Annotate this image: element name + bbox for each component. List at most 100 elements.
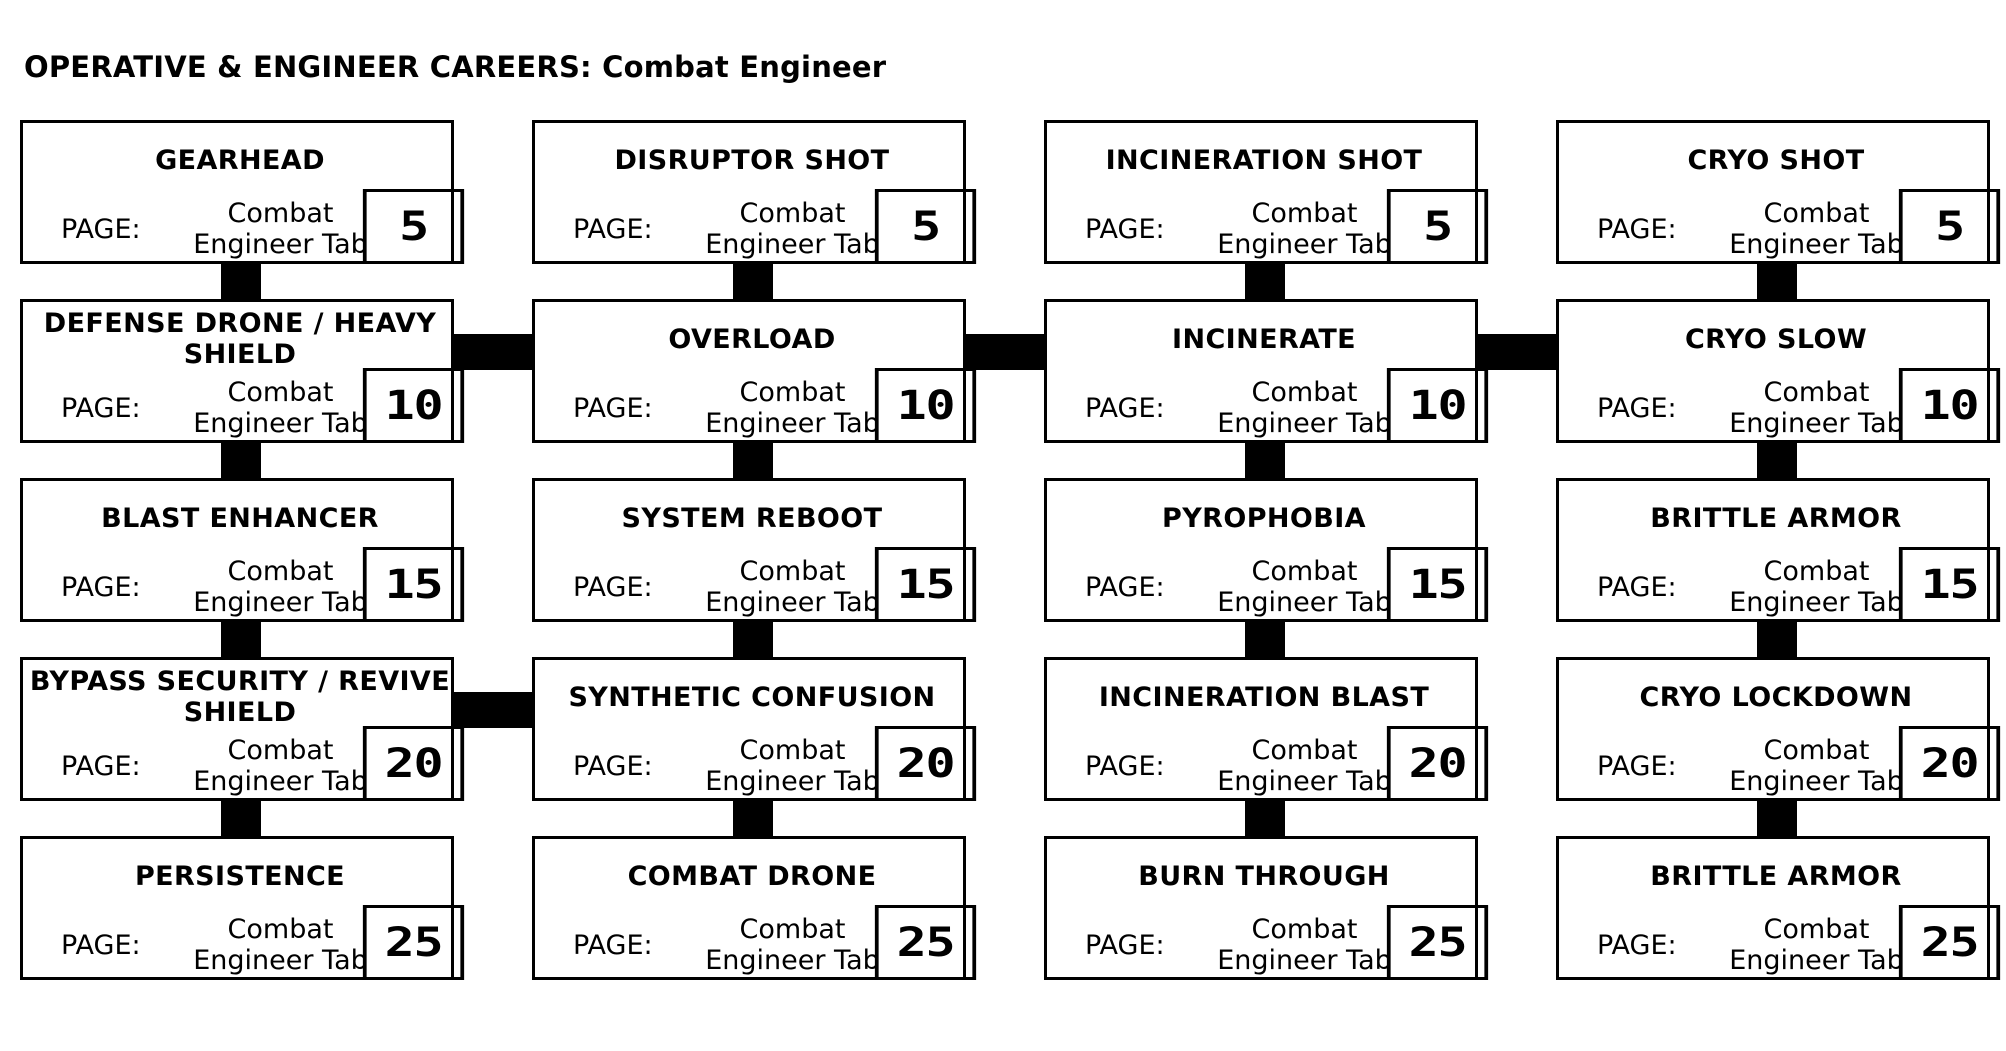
xp-cost: 15 <box>1386 547 1489 622</box>
page-reference: Combat Engineer Tab <box>193 198 368 260</box>
page-label: PAGE: <box>573 571 653 603</box>
talent-name: INCINERATE <box>1172 323 1356 355</box>
talent-name: COMBAT DRONE <box>627 860 877 892</box>
page-label: PAGE: <box>1597 929 1677 961</box>
talent-box[interactable]: DEFENSE DRONE / HEAVY SHIELD PAGE: Comba… <box>20 299 465 443</box>
xp-cost: 10 <box>874 368 977 443</box>
horizontal-connector <box>454 692 534 728</box>
talent-name: CRYO LOCKDOWN <box>1639 681 1913 713</box>
talent-box[interactable]: OVERLOAD PAGE: Combat Engineer Tab 10 <box>532 299 977 443</box>
talent-box[interactable]: PYROPHOBIA PAGE: Combat Engineer Tab 15 <box>1044 478 1489 622</box>
page-label: PAGE: <box>1085 392 1165 424</box>
page-reference: Combat Engineer Tab <box>705 377 880 439</box>
talent-name: PYROPHOBIA <box>1162 502 1366 534</box>
talent-box[interactable]: COMBAT DRONE PAGE: Combat Engineer Tab 2… <box>532 836 977 980</box>
talent-box[interactable]: DISRUPTOR SHOT PAGE: Combat Engineer Tab… <box>532 120 977 264</box>
page-reference: Combat Engineer Tab <box>1217 377 1392 439</box>
talent-box[interactable]: INCINERATION BLAST PAGE: Combat Engineer… <box>1044 657 1489 801</box>
vertical-connector <box>1757 264 1797 302</box>
page-label: PAGE: <box>1085 571 1165 603</box>
talent-box[interactable]: INCINERATE PAGE: Combat Engineer Tab 10 <box>1044 299 1489 443</box>
talent-name: SYSTEM REBOOT <box>621 502 883 534</box>
page-label: PAGE: <box>573 213 653 245</box>
page-label: PAGE: <box>573 929 653 961</box>
xp-cost: 20 <box>1386 726 1489 801</box>
vertical-connector <box>221 443 261 481</box>
xp-cost: 25 <box>362 905 465 980</box>
page-reference: Combat Engineer Tab <box>1729 914 1904 976</box>
page-reference: Combat Engineer Tab <box>1217 735 1392 797</box>
talent-box[interactable]: SYSTEM REBOOT PAGE: Combat Engineer Tab … <box>532 478 977 622</box>
talent-name: OVERLOAD <box>668 323 836 355</box>
talent-name: CRYO SHOT <box>1687 144 1865 176</box>
talent-name: BURN THROUGH <box>1138 860 1390 892</box>
talent-box[interactable]: CRYO LOCKDOWN PAGE: Combat Engineer Tab … <box>1556 657 2001 801</box>
xp-cost: 25 <box>1386 905 1489 980</box>
page-label: PAGE: <box>1597 750 1677 782</box>
talent-box[interactable]: CRYO SLOW PAGE: Combat Engineer Tab 10 <box>1556 299 2001 443</box>
page-reference: Combat Engineer Tab <box>705 735 880 797</box>
vertical-connector <box>1757 622 1797 660</box>
xp-cost: 20 <box>1898 726 2001 801</box>
vertical-connector <box>733 622 773 660</box>
xp-cost: 10 <box>1898 368 2001 443</box>
page-reference: Combat Engineer Tab <box>1729 735 1904 797</box>
page-label: PAGE: <box>61 213 141 245</box>
page-reference: Combat Engineer Tab <box>193 914 368 976</box>
page-label: PAGE: <box>61 392 141 424</box>
vertical-connector <box>1245 264 1285 302</box>
xp-cost: 15 <box>362 547 465 622</box>
talent-name: PERSISTENCE <box>134 860 346 892</box>
talent-name: GEARHEAD <box>155 144 325 176</box>
xp-cost: 10 <box>1386 368 1489 443</box>
talent-name: BLAST ENHANCER <box>101 502 379 534</box>
vertical-connector <box>1245 443 1285 481</box>
talent-name: BRITTLE ARMOR <box>1650 860 1902 892</box>
page-label: PAGE: <box>61 929 141 961</box>
talent-name: BRITTLE ARMOR <box>1650 502 1902 534</box>
talent-box[interactable]: GEARHEAD PAGE: Combat Engineer Tab 5 <box>20 120 465 264</box>
xp-cost: 20 <box>362 726 465 801</box>
xp-cost: 25 <box>874 905 977 980</box>
vertical-connector <box>733 443 773 481</box>
talent-box[interactable]: BRITTLE ARMOR PAGE: Combat Engineer Tab … <box>1556 836 2001 980</box>
page-title: OPERATIVE & ENGINEER CAREERS: Combat Eng… <box>24 50 887 84</box>
vertical-connector <box>733 264 773 302</box>
page-reference: Combat Engineer Tab <box>1729 556 1904 618</box>
page-reference: Combat Engineer Tab <box>193 377 368 439</box>
horizontal-connector <box>454 334 534 370</box>
page-label: PAGE: <box>1597 392 1677 424</box>
xp-cost: 15 <box>1898 547 2001 622</box>
page-label: PAGE: <box>1085 929 1165 961</box>
page-label: PAGE: <box>1085 213 1165 245</box>
page-label: PAGE: <box>1085 750 1165 782</box>
page-reference: Combat Engineer Tab <box>1217 914 1392 976</box>
vertical-connector <box>1245 801 1285 839</box>
xp-cost: 5 <box>1386 189 1489 264</box>
talent-box[interactable]: SYNTHETIC CONFUSION PAGE: Combat Enginee… <box>532 657 977 801</box>
vertical-connector <box>1245 622 1285 660</box>
page-reference: Combat Engineer Tab <box>1729 198 1904 260</box>
page-label: PAGE: <box>61 750 141 782</box>
page-label: PAGE: <box>573 750 653 782</box>
page-reference: Combat Engineer Tab <box>705 914 880 976</box>
xp-cost: 5 <box>874 189 977 264</box>
xp-cost: 5 <box>362 189 465 264</box>
talent-box[interactable]: CRYO SHOT PAGE: Combat Engineer Tab 5 <box>1556 120 2001 264</box>
page-reference: Combat Engineer Tab <box>1217 198 1392 260</box>
page-reference: Combat Engineer Tab <box>1729 377 1904 439</box>
talent-name: BYPASS SECURITY / REVIVE SHIELD <box>29 666 451 728</box>
vertical-connector <box>1757 801 1797 839</box>
talent-box[interactable]: BURN THROUGH PAGE: Combat Engineer Tab 2… <box>1044 836 1489 980</box>
horizontal-connector <box>1478 334 1558 370</box>
talent-box[interactable]: INCINERATION SHOT PAGE: Combat Engineer … <box>1044 120 1489 264</box>
page-reference: Combat Engineer Tab <box>193 735 368 797</box>
talent-box[interactable]: BRITTLE ARMOR PAGE: Combat Engineer Tab … <box>1556 478 2001 622</box>
talent-box[interactable]: BYPASS SECURITY / REVIVE SHIELD PAGE: Co… <box>20 657 465 801</box>
talent-box[interactable]: PERSISTENCE PAGE: Combat Engineer Tab 25 <box>20 836 465 980</box>
page-reference: Combat Engineer Tab <box>705 556 880 618</box>
vertical-connector <box>221 801 261 839</box>
talent-box[interactable]: BLAST ENHANCER PAGE: Combat Engineer Tab… <box>20 478 465 622</box>
xp-cost: 5 <box>1898 189 2001 264</box>
